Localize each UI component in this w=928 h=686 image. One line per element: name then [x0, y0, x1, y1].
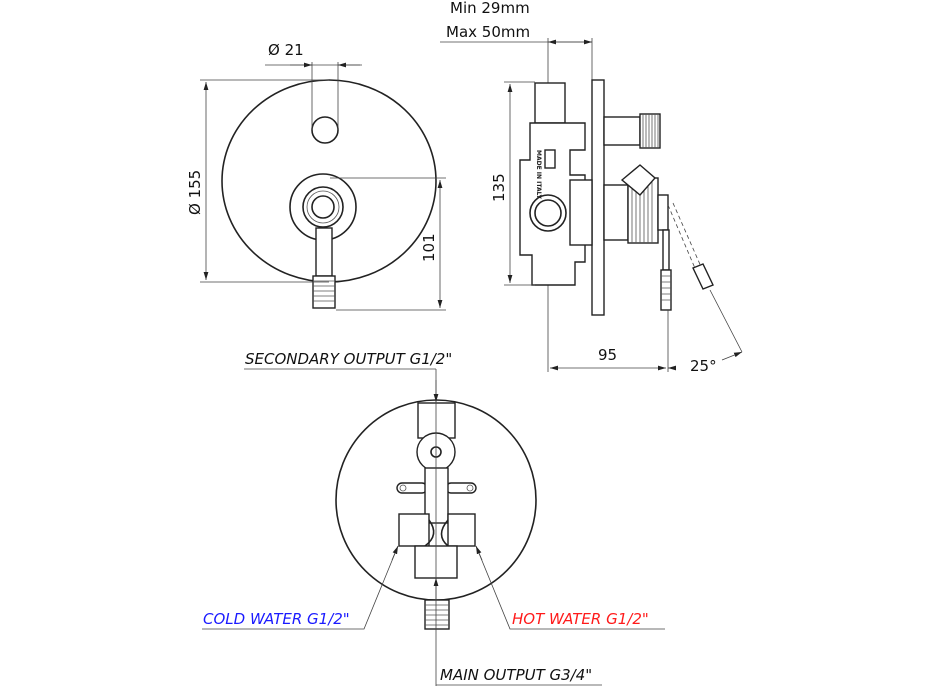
secondary-outlet-pipe	[417, 402, 456, 439]
hot-water-label: HOT WATER G1/2"	[512, 610, 649, 628]
height-101-label: 101	[420, 233, 438, 262]
valve-body: MADE IN ITALY	[519, 82, 593, 286]
lever-handle	[312, 227, 336, 309]
projection-95-label: 95	[598, 346, 617, 364]
made-in-italy-marking: MADE IN ITALY	[535, 150, 542, 200]
wall-plate	[591, 79, 605, 316]
angle-25-label: 25°	[690, 357, 717, 375]
hot-inlet	[447, 513, 476, 547]
side-view: Min 29mm Max 50mm MADE IN ITALY	[440, 0, 743, 375]
cartridge	[603, 164, 669, 244]
lever-side	[660, 202, 714, 311]
max-depth-label: Max 50mm	[446, 23, 530, 41]
cold-water-label: COLD WATER G1/2"	[203, 610, 350, 628]
main-output-label: MAIN OUTPUT G3/4"	[440, 666, 592, 684]
cold-inlet	[398, 513, 430, 547]
hole-diameter-label: Ø 21	[268, 41, 304, 59]
height-135-label: 135	[490, 173, 508, 202]
diverter-stem	[603, 113, 661, 149]
diameter-155-label: Ø 155	[186, 170, 204, 215]
min-depth-label: Min 29mm	[450, 0, 530, 17]
secondary-output-label: SECONDARY OUTPUT G1/2"	[245, 350, 452, 368]
rear-view: SECONDARY OUTPUT G1/2" COLD WATER G1/2" …	[202, 350, 665, 686]
front-view: Ø 155 Ø 21 101	[186, 41, 446, 311]
diverter-button	[311, 116, 339, 144]
